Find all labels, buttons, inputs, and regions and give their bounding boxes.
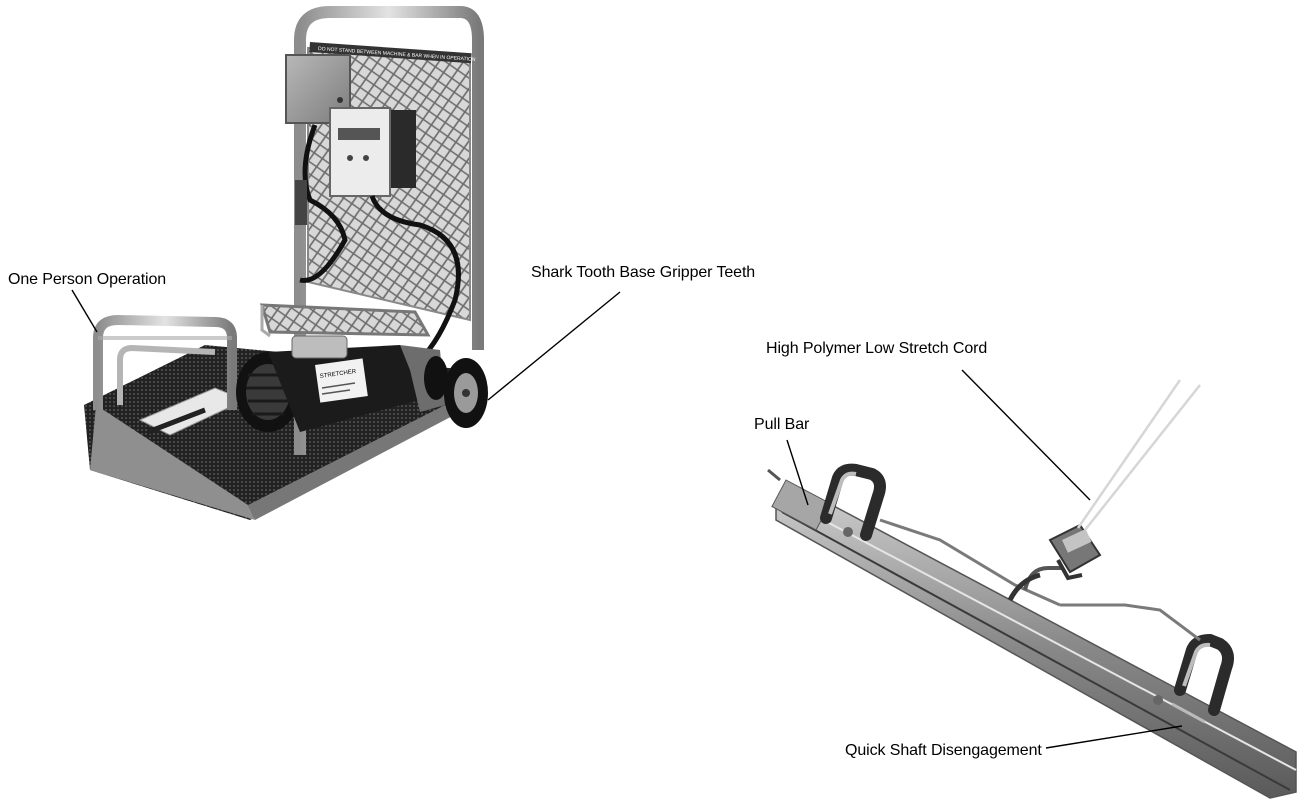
- wheel: [424, 356, 488, 428]
- stretch-cord: [1076, 379, 1201, 531]
- callout-one-person-operation: One Person Operation: [8, 271, 167, 288]
- motor-label-text: STRETCHER: [319, 369, 357, 380]
- callout-polymer-cord: High Polymer Low Stretch Cord: [766, 340, 988, 357]
- leader-lines: [71, 289, 1183, 749]
- front-handle: [93, 314, 237, 410]
- right-handle: [1174, 633, 1234, 716]
- leader-one-person: [71, 289, 98, 333]
- leader-polymer-cord: [961, 369, 1091, 501]
- tray: [259, 303, 431, 337]
- pull-bar-assembly: [767, 379, 1297, 799]
- leader-pull-bar: [786, 439, 809, 506]
- cord-pulley: [1048, 523, 1102, 581]
- speed-controller: [329, 107, 391, 197]
- leader-shark-tooth: [487, 291, 621, 401]
- callout-quick-shaft: Quick Shaft Disengagement: [845, 742, 1042, 759]
- left-handle: [820, 463, 886, 541]
- callout-shark-tooth-base: Shark Tooth Base Gripper Teeth: [531, 264, 756, 281]
- leader-quick-shaft: [1045, 725, 1183, 749]
- callout-pull-bar: Pull Bar: [754, 416, 810, 433]
- carpet-stretcher-machine: DO NOT STAND BETWEEN MACHINE & BAR WHEN …: [84, 5, 488, 520]
